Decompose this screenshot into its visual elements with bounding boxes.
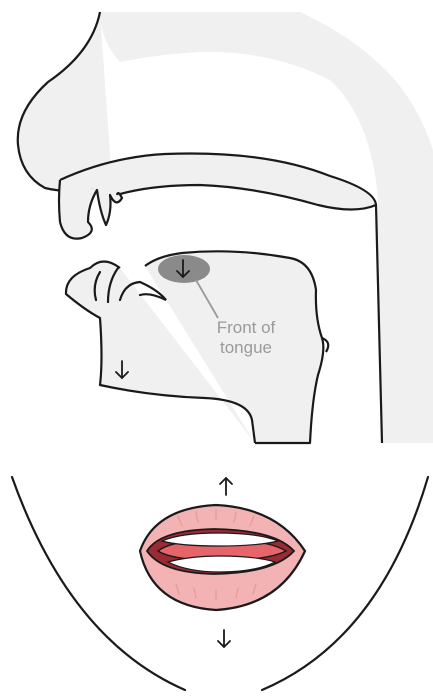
lips-down-arrow xyxy=(218,630,230,647)
label-line-2: tongue xyxy=(196,338,296,358)
nose-outline xyxy=(18,12,112,191)
front-of-tongue-label: Front of tongue xyxy=(196,318,296,358)
lips xyxy=(140,505,305,610)
tongue-front-highlight xyxy=(158,255,210,283)
lips-up-arrow xyxy=(220,478,232,495)
head-profile xyxy=(18,12,433,443)
label-line-1: Front of xyxy=(196,318,296,338)
